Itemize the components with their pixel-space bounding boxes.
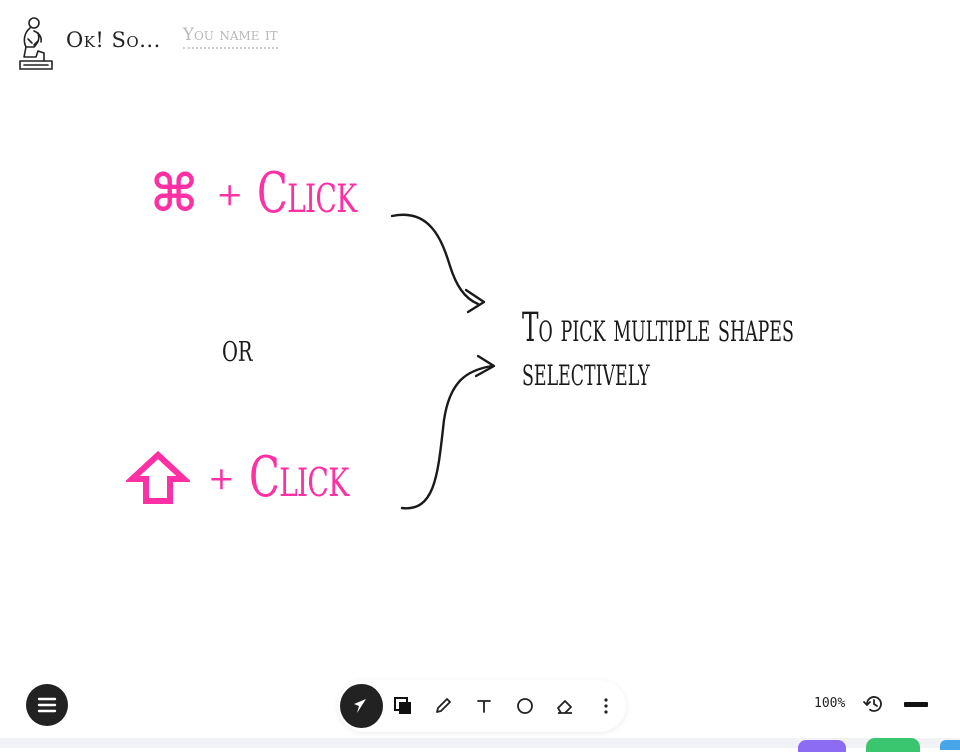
tool-palette (338, 680, 626, 732)
pencil-tool-button[interactable] (423, 685, 464, 727)
pointer-tool-button[interactable] (340, 684, 383, 728)
description-line: selectively (522, 349, 650, 395)
upper-arrowhead-shape (464, 288, 486, 314)
cmd-click-shape[interactable]: ⌘ + Click (150, 166, 395, 222)
click-label: Click (248, 445, 349, 510)
text-icon (477, 700, 491, 713)
thinker-statue-icon (19, 17, 53, 70)
text-tool-button[interactable] (464, 685, 505, 727)
layers-icon (393, 697, 411, 714)
zoom-level[interactable]: 100% (814, 696, 846, 711)
main-menu-button[interactable] (26, 684, 68, 726)
upper-arrow-shape (390, 213, 480, 306)
dock-app-icon[interactable] (798, 740, 846, 752)
dock-app-icon[interactable] (940, 740, 960, 750)
click-label: Click (257, 161, 357, 226)
more-options-button[interactable] (585, 685, 626, 727)
pointer-icon (354, 699, 367, 713)
shift-click-shape[interactable]: + Click (126, 450, 387, 506)
lower-arrowhead-shape (474, 354, 496, 378)
dock-strip (0, 738, 960, 748)
dock-app-icon[interactable] (866, 738, 920, 752)
history-icon (863, 696, 882, 712)
header: Ok! So... You name it (14, 12, 278, 74)
lower-arrow-shape (400, 364, 494, 510)
stroke-width-button[interactable] (900, 690, 932, 718)
stroke-width-icon (904, 701, 928, 707)
description-text[interactable]: To pick multiple shapes selectively (522, 305, 794, 395)
app-title: Ok! So... (66, 28, 161, 52)
plus-sign: + (208, 459, 235, 497)
command-key-icon: ⌘ (150, 164, 199, 224)
eraser-tool-button[interactable] (545, 685, 586, 727)
hamburger-icon (37, 697, 57, 713)
eraser-icon (557, 700, 573, 714)
arrows-layer (390, 213, 496, 510)
layers-tool-button[interactable] (383, 685, 424, 727)
ellipse-tool-button[interactable] (504, 685, 545, 727)
shift-key-icon (126, 451, 190, 504)
more-icon (604, 698, 608, 714)
or-label[interactable]: or (222, 326, 253, 370)
drawing-canvas[interactable]: ⌘ + Click or + Click To pick multiple sh… (0, 80, 960, 660)
board-name-input[interactable]: You name it (182, 25, 278, 49)
plus-sign: + (216, 175, 244, 213)
description-line: To pick multiple shapes (522, 305, 794, 351)
ellipse-icon (516, 698, 533, 714)
pencil-icon (436, 698, 452, 713)
history-button[interactable] (862, 692, 886, 716)
